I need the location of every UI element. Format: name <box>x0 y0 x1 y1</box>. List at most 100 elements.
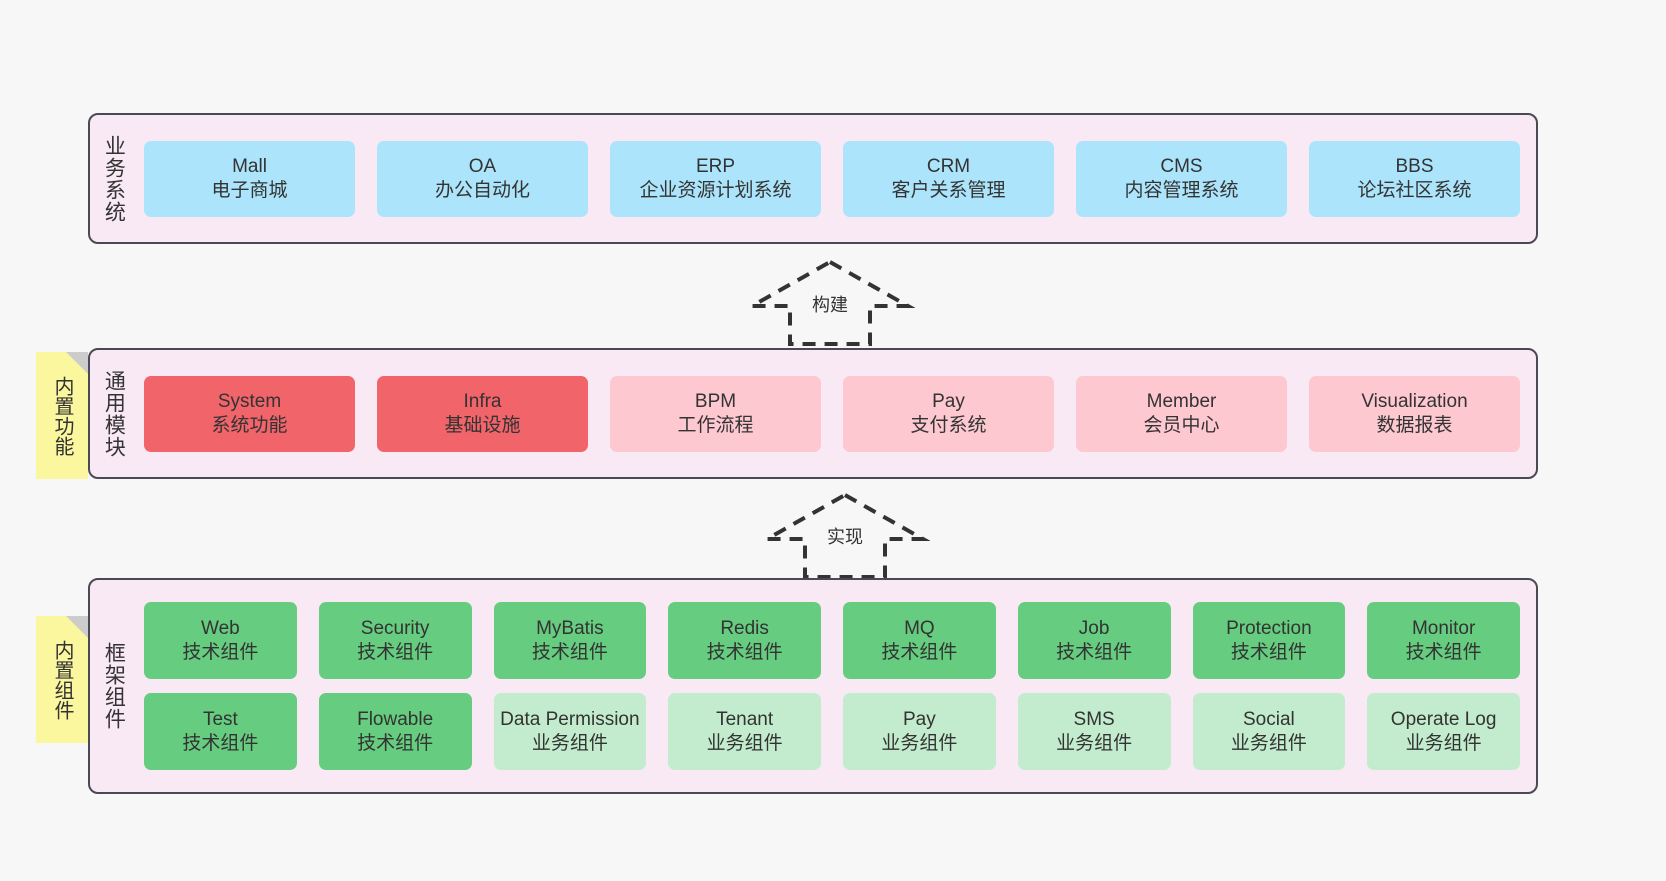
card-system[interactable]: System 系统功能 <box>144 375 355 452</box>
card-social-subtitle: 业务组件 <box>1230 732 1307 754</box>
card-visualization-title: Visualization <box>1361 390 1468 412</box>
layer-business-system-body: Mall 电子商城 OA 办公自动化 ERP 企业资源计划系统 CRM 客户关系… <box>136 115 1536 242</box>
card-oa[interactable]: OA 办公自动化 <box>377 140 588 217</box>
layer-common-module-label: 通用模块 <box>102 369 126 458</box>
card-bbs-title: BBS <box>1395 155 1434 177</box>
arrow-build <box>745 259 915 346</box>
framework-tech-card-row: Web 技术组件 Security 技术组件 MyBatis 技术组件 Redi… <box>144 602 1520 679</box>
card-flowable[interactable]: Flowable 技术组件 <box>318 693 472 770</box>
layer-common-module-body: System 系统功能 Infra 基础设施 BPM 工作流程 Pay 支付系统… <box>136 350 1536 477</box>
common-module-card-row: System 系统功能 Infra 基础设施 BPM 工作流程 Pay 支付系统… <box>144 375 1520 452</box>
framework-business-card-row: Test 技术组件 Flowable 技术组件 Data Permission … <box>144 693 1520 770</box>
card-security[interactable]: Security 技术组件 <box>318 602 472 679</box>
card-member[interactable]: Member 会员中心 <box>1076 375 1287 452</box>
business-system-card-row: Mall 电子商城 OA 办公自动化 ERP 企业资源计划系统 CRM 客户关系… <box>144 140 1520 217</box>
card-system-title: System <box>217 390 282 412</box>
layer-business-system: 业务系统 Mall 电子商城 OA 办公自动化 ERP 企业资源计划系统 CRM… <box>88 113 1538 244</box>
card-cms-title: CMS <box>1160 155 1203 177</box>
card-visualization[interactable]: Visualization 数据报表 <box>1309 375 1520 452</box>
card-web-subtitle: 技术组件 <box>182 641 259 663</box>
card-bpm-title: BPM <box>694 390 737 412</box>
card-bpm[interactable]: BPM 工作流程 <box>610 375 821 452</box>
note-builtin-feature: 内置功能 <box>36 352 88 479</box>
card-crm-title: CRM <box>926 155 971 177</box>
card-social[interactable]: Social 业务组件 <box>1192 693 1346 770</box>
layer-common-module: 通用模块 System 系统功能 Infra 基础设施 BPM 工作流程 Pay… <box>88 348 1538 479</box>
card-data-permission[interactable]: Data Permission 业务组件 <box>493 693 647 770</box>
arrow-implement <box>760 492 930 579</box>
card-infra[interactable]: Infra 基础设施 <box>377 375 588 452</box>
card-data-permission-title: Data Permission <box>500 708 640 730</box>
card-pay-module[interactable]: Pay 支付系统 <box>843 375 1054 452</box>
card-social-title: Social <box>1243 708 1295 730</box>
card-pay-component-subtitle: 业务组件 <box>881 732 958 754</box>
card-protection[interactable]: Protection 技术组件 <box>1192 602 1346 679</box>
card-sms-title: SMS <box>1073 708 1115 730</box>
card-redis-subtitle: 技术组件 <box>706 641 783 663</box>
card-operate-log-title: Operate Log <box>1390 708 1497 730</box>
card-job-title: Job <box>1078 617 1110 639</box>
card-bbs-subtitle: 论坛社区系统 <box>1357 179 1472 201</box>
card-system-subtitle: 系统功能 <box>211 414 288 436</box>
card-redis[interactable]: Redis 技术组件 <box>668 602 821 679</box>
card-tenant[interactable]: Tenant 业务组件 <box>668 693 821 770</box>
card-pay-module-subtitle: 支付系统 <box>910 414 987 436</box>
card-mq-subtitle: 技术组件 <box>881 641 958 663</box>
card-protection-title: Protection <box>1226 617 1312 639</box>
note-fold-corner-icon <box>66 616 88 638</box>
card-visualization-subtitle: 数据报表 <box>1376 414 1453 436</box>
card-mq[interactable]: MQ 技术组件 <box>843 602 996 679</box>
card-redis-title: Redis <box>720 617 769 639</box>
card-oa-title: OA <box>468 155 497 177</box>
note-fold-corner-icon <box>66 352 88 374</box>
card-bbs[interactable]: BBS 论坛社区系统 <box>1309 140 1520 217</box>
card-infra-title: Infra <box>463 390 502 412</box>
card-mall-subtitle: 电子商城 <box>211 179 288 201</box>
card-oa-subtitle: 办公自动化 <box>434 179 530 201</box>
card-erp-subtitle: 企业资源计划系统 <box>639 179 792 201</box>
card-infra-subtitle: 基础设施 <box>444 414 521 436</box>
layer-framework-component-label: 框架组件 <box>102 642 126 730</box>
card-operate-log-subtitle: 业务组件 <box>1405 732 1482 754</box>
card-mall-title: Mall <box>232 155 267 177</box>
card-test[interactable]: Test 技术组件 <box>144 693 297 770</box>
card-pay-component[interactable]: Pay 业务组件 <box>843 693 996 770</box>
card-job-subtitle: 技术组件 <box>1056 641 1133 663</box>
card-test-subtitle: 技术组件 <box>182 732 259 754</box>
card-data-permission-subtitle: 业务组件 <box>531 732 608 754</box>
card-crm-subtitle: 客户关系管理 <box>891 179 1006 201</box>
card-monitor[interactable]: Monitor 技术组件 <box>1367 602 1520 679</box>
note-builtin-feature-label: 内置功能 <box>51 375 73 456</box>
card-member-subtitle: 会员中心 <box>1143 414 1220 436</box>
card-sms[interactable]: SMS 业务组件 <box>1017 693 1171 770</box>
card-web-title: Web <box>201 617 240 639</box>
note-builtin-component: 内置组件 <box>36 616 88 743</box>
arrow-implement-label: 实现 <box>827 527 863 547</box>
card-test-title: Test <box>202 708 238 730</box>
card-tenant-title: Tenant <box>716 708 774 730</box>
card-erp-title: ERP <box>695 155 736 177</box>
card-web[interactable]: Web 技术组件 <box>144 602 297 679</box>
card-pay-component-title: Pay <box>903 708 936 730</box>
note-builtin-component-label: 内置组件 <box>51 639 73 720</box>
card-erp[interactable]: ERP 企业资源计划系统 <box>610 140 821 217</box>
card-operate-log[interactable]: Operate Log 业务组件 <box>1367 693 1520 770</box>
card-bpm-subtitle: 工作流程 <box>677 414 754 436</box>
card-member-title: Member <box>1146 390 1217 412</box>
card-mall[interactable]: Mall 电子商城 <box>144 140 355 217</box>
card-crm[interactable]: CRM 客户关系管理 <box>843 140 1054 217</box>
card-cms[interactable]: CMS 内容管理系统 <box>1076 140 1287 217</box>
card-monitor-title: Monitor <box>1411 617 1476 639</box>
layer-framework-component-body: Web 技术组件 Security 技术组件 MyBatis 技术组件 Redi… <box>136 580 1536 792</box>
card-tenant-subtitle: 业务组件 <box>706 732 783 754</box>
layer-business-system-label: 业务系统 <box>102 134 126 223</box>
card-job[interactable]: Job 技术组件 <box>1017 602 1171 679</box>
card-mq-title: MQ <box>904 617 935 639</box>
card-pay-module-title: Pay <box>932 390 965 412</box>
card-security-subtitle: 技术组件 <box>357 641 434 663</box>
card-mybatis[interactable]: MyBatis 技术组件 <box>493 602 647 679</box>
card-security-title: Security <box>360 617 430 639</box>
card-mybatis-subtitle: 技术组件 <box>531 641 608 663</box>
card-mybatis-title: MyBatis <box>536 617 604 639</box>
